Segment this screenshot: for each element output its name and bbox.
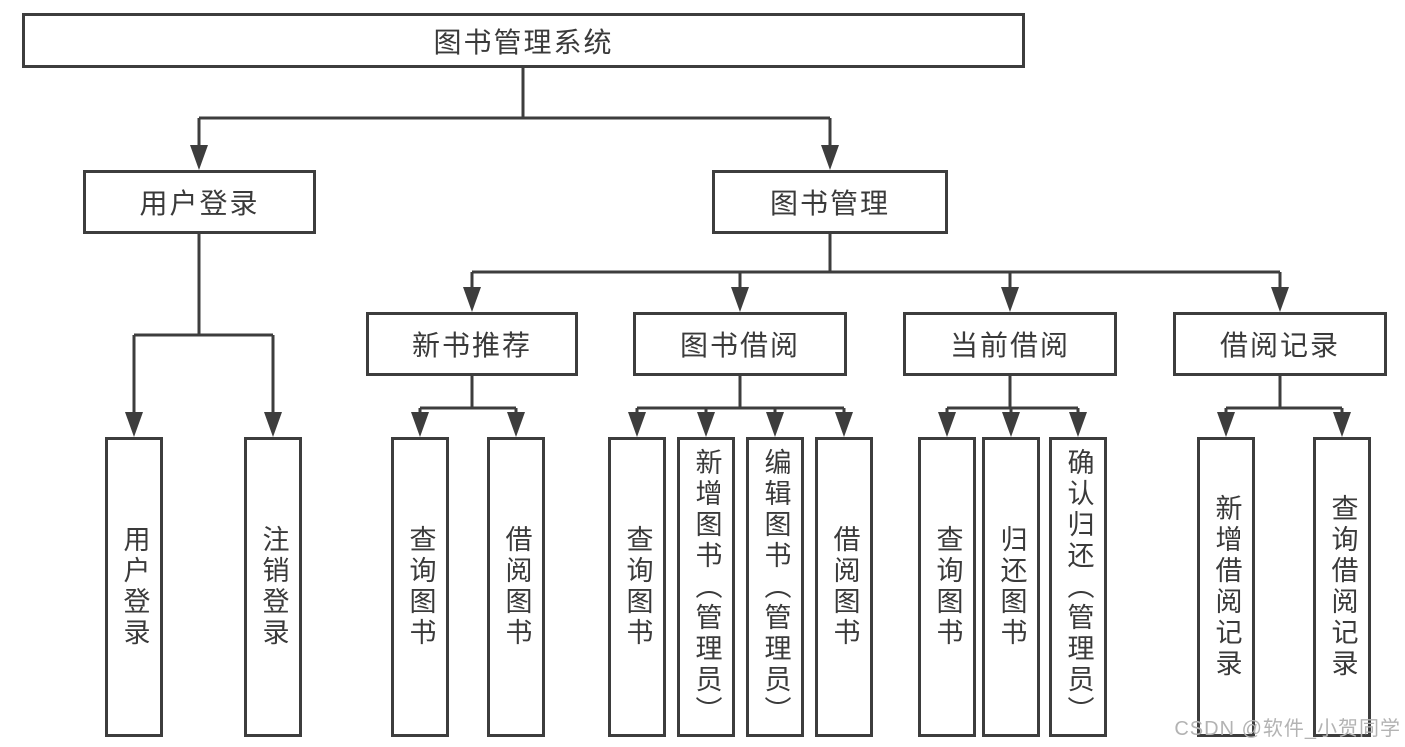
node-user-login: 用户登录 xyxy=(83,170,316,234)
leaf-user-login: 用户登录 xyxy=(105,437,163,737)
node-borrow-records: 借阅记录 xyxy=(1173,312,1387,376)
node-book-borrow: 图书借阅 xyxy=(633,312,847,376)
watermark: CSDN @软件_小贺同学 xyxy=(1174,718,1401,740)
leaf-borrow-query: 查询图书 xyxy=(608,437,666,737)
node-current-borrow: 当前借阅 xyxy=(903,312,1117,376)
node-book-management: 图书管理 xyxy=(712,170,948,234)
leaf-current-return: 归还图书 xyxy=(982,437,1040,737)
leaf-current-confirm-admin: 确认归还（管理员） xyxy=(1049,437,1107,737)
node-root: 图书管理系统 xyxy=(22,13,1025,68)
leaf-borrow-edit-admin: 编辑图书（管理员） xyxy=(746,437,804,737)
leaf-borrow-add-admin: 新增图书（管理员） xyxy=(677,437,735,737)
leaf-current-query: 查询图书 xyxy=(918,437,976,737)
leaf-record-query: 查询借阅记录 xyxy=(1313,437,1371,737)
leaf-newbook-borrow: 借阅图书 xyxy=(487,437,545,737)
leaf-newbook-query: 查询图书 xyxy=(391,437,449,737)
leaf-logout: 注销登录 xyxy=(244,437,302,737)
leaf-borrow-borrow: 借阅图书 xyxy=(815,437,873,737)
node-new-book-recommend: 新书推荐 xyxy=(366,312,578,376)
leaf-record-add: 新增借阅记录 xyxy=(1197,437,1255,737)
